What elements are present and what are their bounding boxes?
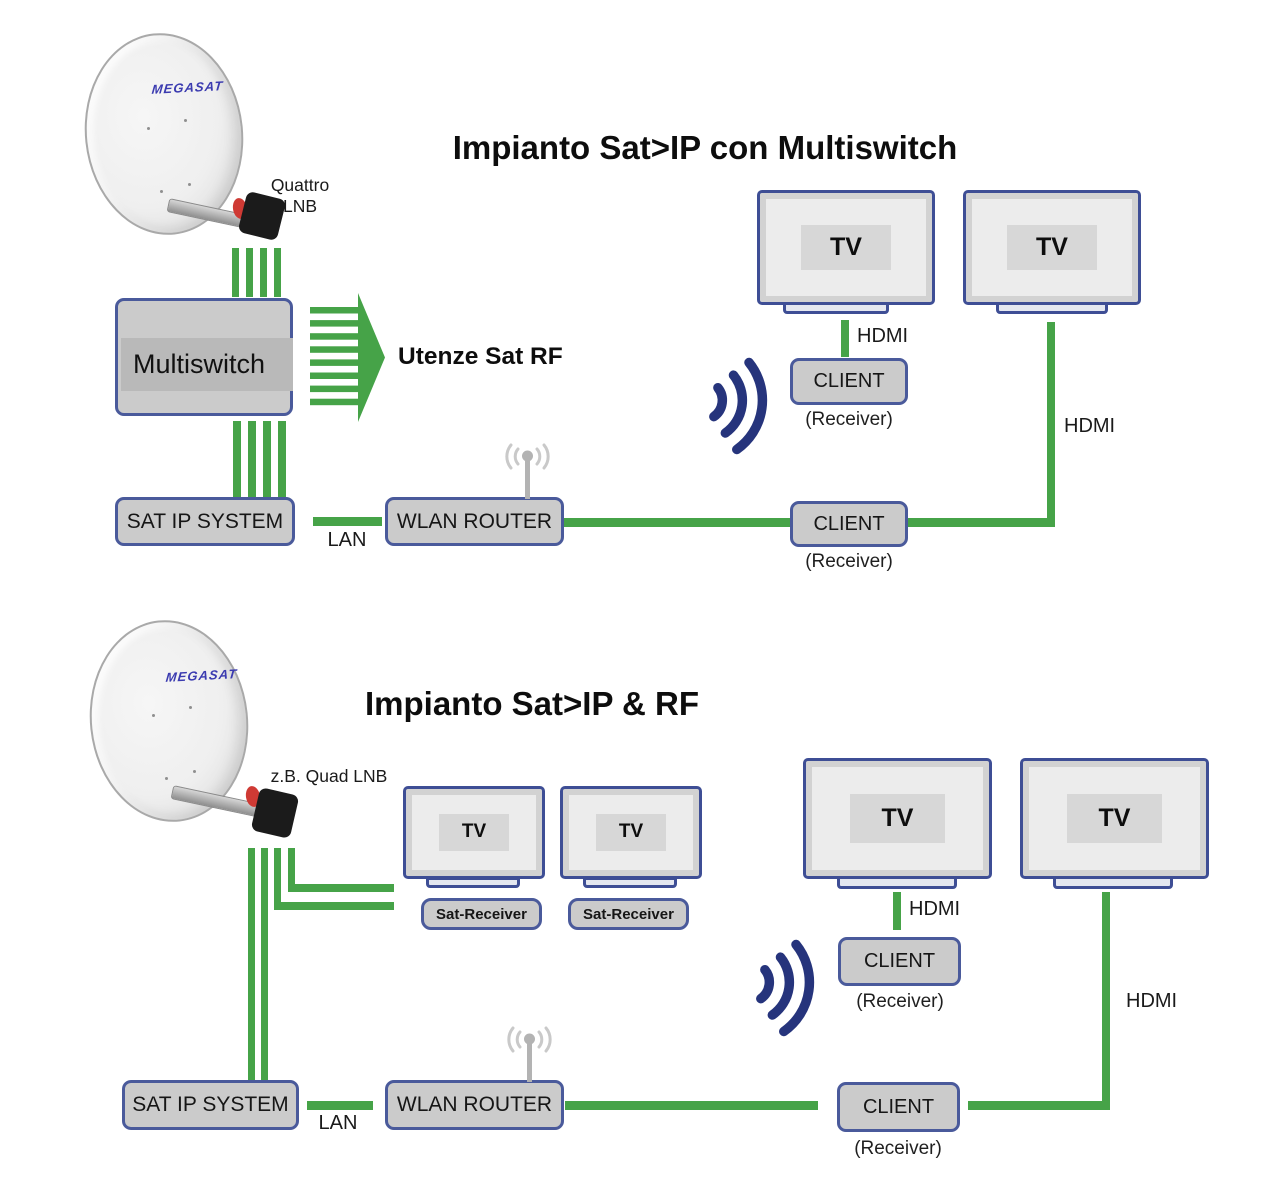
- dish-rivet: [152, 714, 155, 717]
- dish-rivet: [184, 119, 187, 122]
- tv-rf-left: TV: [403, 786, 545, 879]
- tv-stand: [426, 877, 520, 888]
- dish-rivet: [188, 183, 191, 186]
- client-receiver-sublabel: (Receiver): [805, 551, 893, 572]
- lan-cable: [307, 1101, 373, 1110]
- lan-label: LAN: [318, 1112, 358, 1134]
- tv-label: TV: [849, 794, 946, 843]
- sat-receiver-box: Sat-Receiver: [421, 898, 542, 930]
- sat-receiver-box: Sat-Receiver: [568, 898, 689, 930]
- wlan-router-box: WLAN ROUTER: [385, 497, 564, 546]
- multiswitch-label-strip: Multiswitch: [121, 338, 293, 391]
- wifi-antenna-icon: [505, 443, 550, 499]
- dish-rivet: [165, 777, 168, 780]
- lan-cable: [565, 1101, 818, 1110]
- lan-cable: [313, 517, 382, 526]
- tv-label: TV: [438, 814, 510, 851]
- client-receiver-box: CLIENT: [838, 937, 961, 986]
- hdmi-cable: [1102, 892, 1110, 1110]
- sat-cable: [246, 248, 253, 297]
- sat-cable: [248, 848, 255, 1080]
- lnb-label: z.B. Quad LNB: [270, 766, 388, 786]
- lan-cable: [564, 518, 790, 527]
- sat-cable: [288, 884, 394, 892]
- tv-label: TV: [1007, 224, 1097, 271]
- diagram1-title: Impianto Sat>IP con Multiswitch: [452, 129, 958, 166]
- tv-stand: [1053, 876, 1173, 889]
- tv-left: TV: [757, 190, 935, 305]
- client-receiver-sublabel: (Receiver): [805, 409, 893, 430]
- tv-stand: [783, 302, 889, 314]
- lnb-label-line1: Quattro: [270, 175, 330, 195]
- dish-rivet: [160, 190, 163, 193]
- tv-stand: [583, 877, 677, 888]
- client-receiver-sublabel: (Receiver): [854, 1138, 942, 1159]
- client-receiver-box: CLIENT: [790, 501, 908, 547]
- hdmi-label: HDMI: [909, 898, 961, 920]
- diagram2-title: Impianto Sat>IP & RF: [364, 685, 700, 722]
- tv-rf-right: TV: [560, 786, 702, 879]
- hdmi-cable: [908, 518, 1055, 527]
- sat-cable: [274, 248, 281, 297]
- sat-ip-system-box: SAT IP SYSTEM: [122, 1080, 299, 1130]
- sat-cable: [274, 902, 394, 910]
- tv-stand: [837, 876, 957, 889]
- rf-arrow: [310, 293, 385, 422]
- client-receiver-box: CLIENT: [790, 358, 908, 405]
- hdmi-cable: [841, 320, 849, 357]
- hdmi-label: HDMI: [1126, 990, 1178, 1012]
- sat-cable: [278, 421, 286, 497]
- dish-rivet: [193, 770, 196, 773]
- sat-cable: [274, 848, 281, 910]
- dish-rivet: [189, 706, 192, 709]
- wlan-router-box: WLAN ROUTER: [385, 1080, 564, 1130]
- sat-cable: [248, 421, 256, 497]
- sat-cable: [263, 421, 271, 497]
- wifi-waves-icon: [756, 939, 815, 1037]
- hdmi-label: HDMI: [857, 325, 909, 347]
- lan-label: LAN: [327, 529, 367, 551]
- sat-cable: [261, 848, 268, 1080]
- lnb-label-line2: LNB: [282, 196, 318, 216]
- sat-cable: [260, 248, 267, 297]
- tv-right: TV: [1020, 758, 1209, 879]
- sat-cable: [288, 848, 295, 892]
- tv-stand: [996, 302, 1108, 314]
- hdmi-cable: [1047, 322, 1055, 522]
- tv-label: TV: [595, 814, 667, 851]
- sat-ip-system-box: SAT IP SYSTEM: [115, 497, 295, 546]
- sat-cable: [233, 421, 241, 497]
- tv-right: TV: [963, 190, 1141, 305]
- tv-label: TV: [1066, 794, 1163, 843]
- multiswitch-box: Multiswitch: [115, 298, 293, 416]
- sat-cable: [232, 248, 239, 297]
- tv-left: TV: [803, 758, 992, 879]
- tv-label: TV: [801, 224, 891, 271]
- hdmi-cable: [968, 1101, 1110, 1110]
- rf-arrow-label: Utenze Sat RF: [398, 343, 563, 370]
- wifi-antenna-icon: [507, 1026, 552, 1082]
- hdmi-cable: [893, 892, 901, 930]
- hdmi-label: HDMI: [1064, 415, 1116, 437]
- client-receiver-box: CLIENT: [837, 1082, 960, 1132]
- client-receiver-sublabel: (Receiver): [856, 991, 944, 1012]
- dish-rivet: [147, 127, 150, 130]
- lnb: [250, 787, 300, 839]
- lnb-label: Quattro LNB: [258, 175, 342, 217]
- wifi-waves-icon: [709, 357, 768, 455]
